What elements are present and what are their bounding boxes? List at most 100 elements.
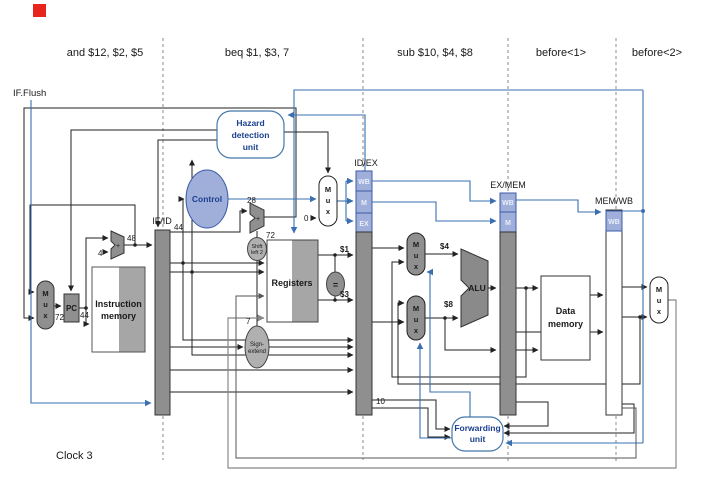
sign-extend-label: Sign- <box>250 342 264 348</box>
if-stage: M u x 72 PC 44 Instruction memory + 4 48 <box>36 230 146 353</box>
instr-before1: before<1> <box>536 47 586 59</box>
junction <box>443 316 447 320</box>
instr-and: and $12, $2, $5 <box>67 47 143 59</box>
writeback-mux <box>649 276 669 324</box>
wires-gray <box>227 293 677 469</box>
id-stage: Hazard detection unit Control + 28 72 Sh… <box>185 110 349 369</box>
data-memory <box>540 275 591 361</box>
idex-register: ID/EX WB M EX 10 <box>354 158 385 416</box>
mem-stage: Data memory <box>540 275 591 361</box>
mux-letter: M <box>325 185 331 194</box>
wire <box>372 201 497 225</box>
mux-letter: M <box>42 289 48 298</box>
wire <box>516 199 602 216</box>
junction-dots <box>84 209 645 320</box>
memwb-register: MEM/WB WB <box>595 196 633 416</box>
junction <box>84 306 88 310</box>
m-field-label: M <box>361 200 367 207</box>
ifid-label: IF/ID <box>152 216 172 226</box>
control-label: Control <box>192 194 222 204</box>
control-unit <box>185 169 229 229</box>
hazard-detection-unit <box>216 110 285 159</box>
mux-letter: u <box>657 296 662 305</box>
exmem-bar <box>499 231 517 416</box>
alu-label: ALU <box>468 283 485 293</box>
wire <box>290 89 643 234</box>
wires-blue <box>30 89 644 447</box>
data-memory-label: memory <box>548 319 583 329</box>
idex-label: ID/EX <box>354 158 378 168</box>
control-stall-mux <box>318 175 338 227</box>
wire <box>372 399 451 432</box>
mux-letter: x <box>43 311 48 320</box>
hazard-label: detection <box>232 130 270 140</box>
if-flush-wire <box>30 100 152 407</box>
junction <box>181 261 185 265</box>
mux-letter: x <box>414 326 419 335</box>
mux-letter: u <box>43 300 48 309</box>
writeback-regnum-wire <box>235 293 637 459</box>
wire <box>178 196 185 263</box>
registers-label: Registers <box>271 278 312 288</box>
ex-field-label: EX <box>359 221 369 228</box>
wire <box>391 259 527 378</box>
exmem-register: EX/MEM WB M <box>490 180 526 416</box>
register-file-active-half <box>292 240 318 322</box>
wire <box>191 272 354 358</box>
pc-label: PC <box>66 304 77 313</box>
value-reg8: $8 <box>444 300 453 309</box>
forwarding-unit <box>451 416 504 452</box>
instruction-labels: and $12, $2, $5 beq $1, $3, 7 sub $10, $… <box>67 47 682 59</box>
shift-label: left 2 <box>251 250 263 256</box>
bus-value-72b: 72 <box>266 231 275 240</box>
instruction-memory-label: memory <box>101 311 136 321</box>
hazard-label: unit <box>243 142 259 152</box>
instr-before2: before<2> <box>632 47 682 59</box>
idex-bar <box>355 231 373 416</box>
instruction-memory-label: Instruction <box>95 299 142 309</box>
alu-src-a-mux <box>406 232 426 276</box>
mux-letter: x <box>326 207 331 216</box>
equality-comparator <box>326 271 345 297</box>
wire <box>170 208 248 233</box>
sign-extend-label: extend <box>248 349 266 355</box>
mux-letter: u <box>414 251 419 260</box>
branch-adder-plus: + <box>256 216 260 223</box>
forwarding-label: unit <box>470 434 486 444</box>
pc-src-mux <box>36 280 55 330</box>
clock-cycle-dividers <box>162 38 617 462</box>
wire <box>284 131 331 174</box>
value-reg3: $3 <box>340 290 349 299</box>
junction <box>333 253 337 257</box>
instr-sub: sub $10, $4, $8 <box>397 47 473 59</box>
ifid-register: IF/ID 44 <box>152 216 183 416</box>
pc-register <box>63 293 80 323</box>
branch-adder <box>249 202 265 234</box>
red-marker <box>33 4 46 17</box>
pc-adder-plus: + <box>116 243 120 250</box>
junction <box>190 270 194 274</box>
value-10: 10 <box>376 397 385 406</box>
alu-src-b-mux <box>406 295 426 341</box>
pc-adder <box>110 230 125 260</box>
writeback-data-wire <box>227 299 677 469</box>
bus-value-44: 44 <box>80 311 89 320</box>
wire <box>397 300 641 385</box>
m-field-label: M <box>505 220 511 227</box>
mux-letter: u <box>414 315 419 324</box>
memwb-bar <box>605 209 623 416</box>
shift-label: Shift <box>251 244 262 250</box>
wb-field-label: WB <box>608 219 620 226</box>
junction <box>524 286 528 290</box>
clock-label: Clock 3 <box>56 450 93 462</box>
junction <box>638 315 642 319</box>
wire <box>444 318 497 353</box>
instruction-memory-active-half <box>119 267 145 352</box>
exmem-label: EX/MEM <box>490 180 526 190</box>
sign-extend <box>244 325 270 369</box>
bus-value-48: 48 <box>127 234 136 243</box>
value-reg4: $4 <box>440 242 449 251</box>
data-memory-label: Data <box>556 306 577 316</box>
mux-letter: M <box>413 304 419 313</box>
